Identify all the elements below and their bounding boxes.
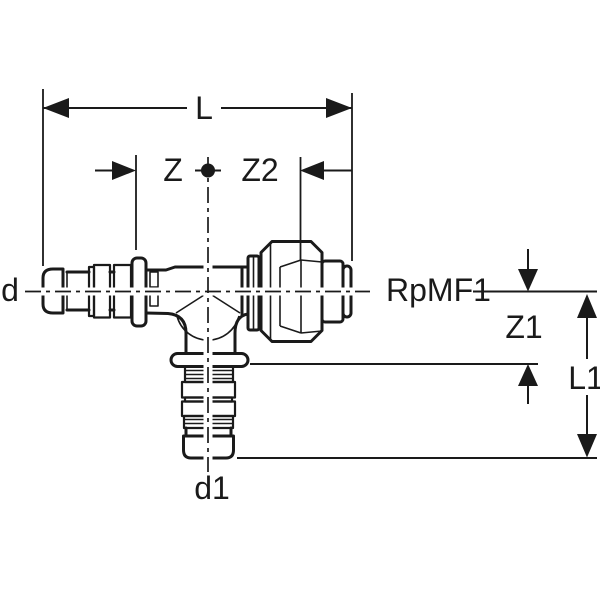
branch-end-cap <box>182 434 235 460</box>
label-d1: d1 <box>194 470 230 506</box>
union-nut-body <box>259 240 324 343</box>
arrowhead-right <box>326 98 352 118</box>
arrowhead-L1-top <box>577 294 597 318</box>
arrowhead-Z <box>112 161 136 180</box>
label-Z2: Z2 <box>241 152 278 188</box>
center-point-dot <box>201 163 215 178</box>
thread-inner-profile <box>279 259 323 334</box>
smooth-barrel <box>65 270 91 312</box>
label-Z: Z <box>163 152 183 188</box>
label-Z1: Z1 <box>505 309 542 345</box>
dimension-Z-Z2: Z Z2 <box>95 152 352 260</box>
arrowhead-left <box>43 98 69 118</box>
dimension-Z1-L1: Z1 L1 <box>237 249 600 459</box>
centerline-mask-horizontal <box>36 287 366 296</box>
connection-labels: d RpMF1 d1 <box>1 272 491 506</box>
body-bottom-left-fillet <box>144 311 188 355</box>
tee-body <box>144 265 250 355</box>
dimension-L: L <box>42 89 353 266</box>
arrowhead-L1-bottom <box>577 434 597 458</box>
arrowhead-Z2 <box>300 161 324 180</box>
body-top-edge <box>144 265 250 272</box>
arrowhead-up <box>518 364 538 386</box>
label-L: L <box>195 90 213 126</box>
centerline-mask-vertical <box>203 262 213 464</box>
marking-patch-top <box>149 271 159 288</box>
fitting-body <box>25 157 370 472</box>
label-RpMF1: RpMF1 <box>386 272 491 308</box>
label-d: d <box>1 272 19 308</box>
arrowhead-down <box>518 269 538 292</box>
label-L1: L1 <box>568 360 600 396</box>
